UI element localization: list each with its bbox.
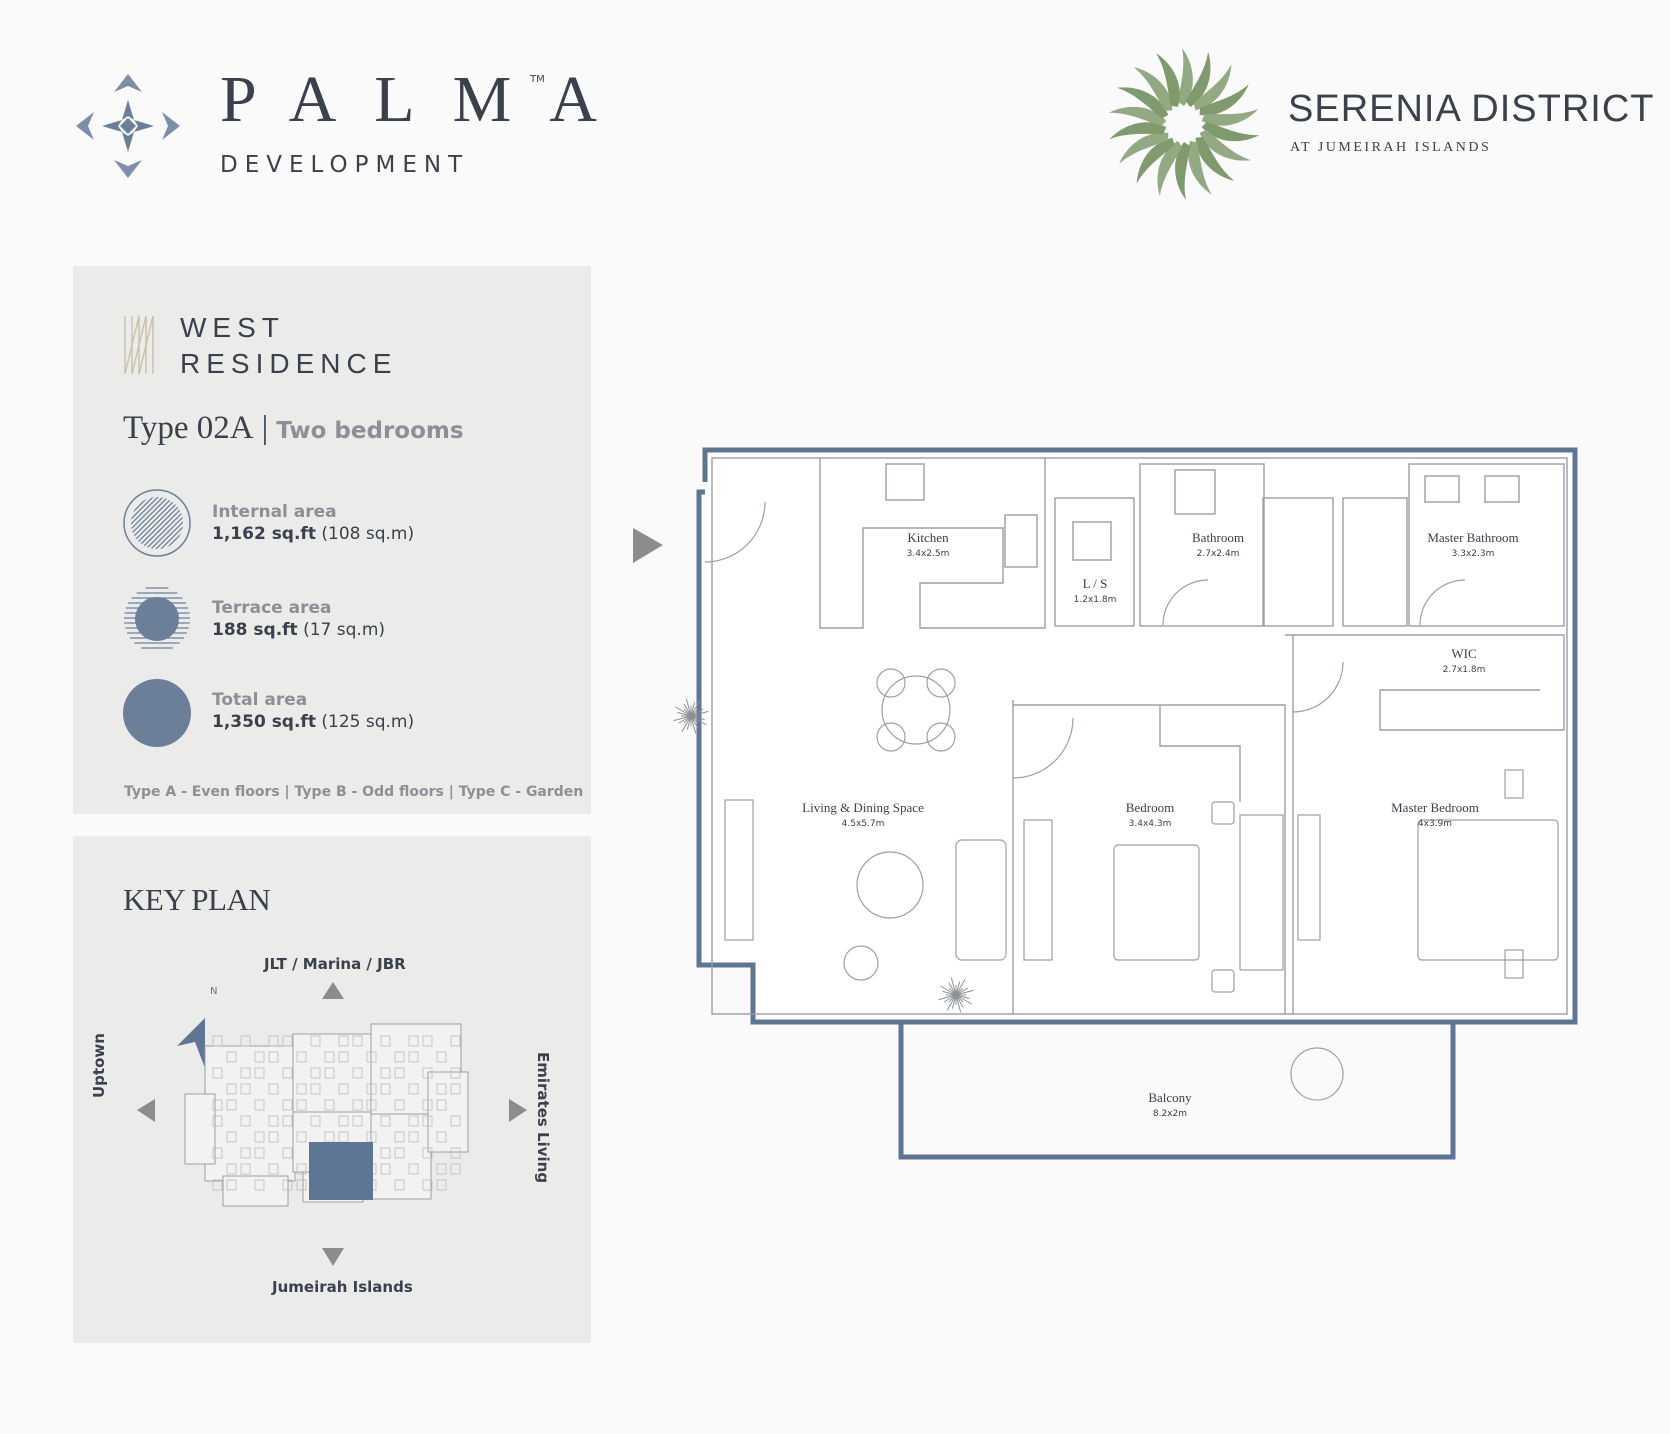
west-arrow-icon (137, 1099, 155, 1122)
residence-emblem-icon (124, 315, 154, 375)
floor-plan (633, 447, 1578, 1160)
key-plan-map: N (137, 982, 527, 1266)
building-name-line2: RESIDENCE (180, 348, 398, 379)
room-living-dim: 4.5x5.7m (841, 819, 885, 829)
direction-north-label: JLT / Marina / JBR (264, 955, 406, 973)
total-area-icon (123, 679, 191, 747)
project-name: SERENIA DISTRICT (1288, 88, 1655, 130)
south-arrow-icon (322, 1248, 344, 1266)
unit-type: Type 02A (123, 410, 254, 446)
key-plan-title: KEY PLAN (123, 882, 271, 917)
room-kitchen-dim: 3.4x2.5m (906, 549, 950, 559)
total-area-label: Total area (212, 690, 308, 710)
room-living-label: Living & Dining Space (802, 800, 924, 815)
room-bathroom-label: Bathroom (1192, 530, 1244, 545)
room-bathroom-dim: 2.7x2.4m (1196, 549, 1240, 559)
doors (704, 501, 1466, 779)
room-ls-dim: 1.2x1.8m (1073, 595, 1117, 605)
apartment-outline (696, 447, 1578, 1025)
room-wic-dim: 2.7x1.8m (1442, 665, 1486, 675)
terrace-area-label: Terrace area (212, 598, 332, 618)
room-ls-label: L / S (1082, 576, 1108, 591)
direction-south-label: Jumeirah Islands (272, 1278, 413, 1296)
internal-area-icon (123, 489, 191, 557)
internal-area-label: Internal area (212, 502, 337, 522)
room-bedroom-label: Bedroom (1125, 800, 1175, 815)
floor-type-note: Type A - Even floors | Type B - Odd floo… (124, 784, 584, 800)
room-balcony-label: Balcony (1148, 1090, 1192, 1105)
brand-trademark: TM (530, 74, 545, 85)
room-kitchen-label: Kitchen (907, 530, 949, 545)
room-bedroom-dim: 3.4x4.3m (1128, 819, 1172, 829)
palma-compass-icon (76, 74, 180, 178)
room-master-bedroom-label: Master Bedroom (1391, 800, 1479, 815)
brand-name: PALMA (220, 63, 635, 136)
compass-letter: N (210, 986, 217, 997)
room-master-bedroom-dim: 4x3.9m (1417, 819, 1453, 829)
terrace-area-icon (124, 587, 190, 649)
internal-area-value: 1,162 sq.ft (108 sq.m) (212, 524, 415, 544)
compass-north-icon: N (177, 986, 217, 1068)
terrace-area-value: 188 sq.ft (17 sq.m) (212, 620, 386, 640)
room-master-bathroom-dim: 3.3x2.3m (1451, 549, 1495, 559)
furniture (724, 668, 1559, 1101)
room-balcony-dim: 8.2x2m (1152, 1109, 1188, 1119)
type-separator: | (261, 410, 269, 446)
building-name-line1: WEST (180, 312, 285, 343)
east-arrow-icon (509, 1099, 527, 1122)
palm-burst-icon (1108, 48, 1260, 200)
unit-type-heading: Type 02A| Two bedrooms (123, 410, 464, 447)
project-subtitle: AT JUMEIRAH ISLANDS (1290, 140, 1492, 155)
room-wic-label: WIC (1451, 646, 1477, 661)
bedroom-count: Two bedrooms (276, 418, 464, 444)
brand-subtitle: DEVELOPMENT (220, 152, 470, 178)
interior-walls (711, 457, 1568, 1015)
room-master-bathroom-label: Master Bathroom (1427, 530, 1519, 545)
total-area-value: 1,350 sq.ft (125 sq.m) (212, 712, 415, 732)
building-name: WEST RESIDENCE (180, 310, 397, 382)
entrance-arrow-icon (633, 528, 663, 563)
north-arrow-icon (322, 982, 344, 999)
plant-icons (673, 698, 974, 1013)
